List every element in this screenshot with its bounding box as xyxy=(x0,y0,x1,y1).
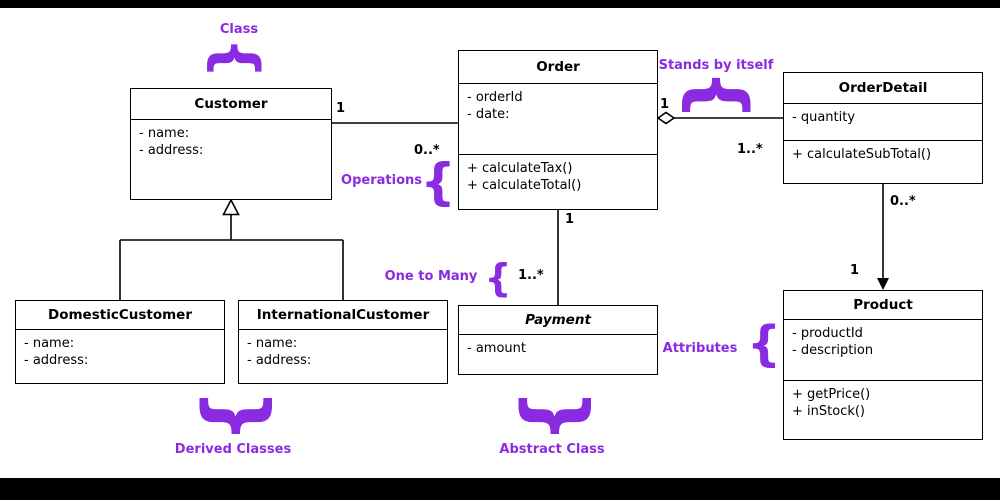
class-attribute: - address: xyxy=(139,143,204,158)
class-title-abstract: Payment xyxy=(525,312,591,328)
class-box-orderdetail: OrderDetail - quantity + calculateSubTot… xyxy=(783,72,983,184)
attributes-compartment: - name: - address: xyxy=(131,119,331,199)
annotation-stands-by-itself: Stands by itself xyxy=(658,58,774,73)
multiplicity-label: 1 xyxy=(660,97,670,112)
operations-compartment: + calculateTax() + calculateTotal() xyxy=(459,154,657,209)
curly-brace-icon: { xyxy=(746,316,782,372)
attributes-compartment: - orderId - date: xyxy=(459,83,657,154)
operations-compartment: + getPrice() + inStock() xyxy=(784,380,982,439)
multiplicity-label: 1 xyxy=(565,212,575,227)
curly-brace-icon: { xyxy=(188,388,278,444)
multiplicity-label: 0..* xyxy=(414,143,440,158)
attributes-compartment: - quantity xyxy=(784,103,982,140)
arrowhead-icon xyxy=(877,278,889,290)
curly-brace-icon: { xyxy=(676,68,762,122)
multiplicity-label: 0..* xyxy=(890,194,916,209)
curly-brace-icon: { xyxy=(507,388,597,444)
annotation-abstract-class: Abstract Class xyxy=(499,442,605,457)
attributes-compartment: - name: - address: xyxy=(16,329,224,383)
class-title: Customer xyxy=(194,96,268,112)
class-attribute: - date: xyxy=(467,107,510,122)
class-attribute: - name: xyxy=(247,336,298,351)
aggregation-order-orderdetail xyxy=(656,111,783,125)
class-operation: + getPrice() xyxy=(792,387,871,402)
class-title: Product xyxy=(853,297,913,313)
class-box-customer: Customer - name: - address: xyxy=(130,88,332,200)
multiplicity-label: 1 xyxy=(850,263,860,278)
class-operation: + calculateTax() xyxy=(467,161,573,176)
multiplicity-label: 1..* xyxy=(737,142,763,157)
class-attribute: - address: xyxy=(24,353,89,368)
class-box-product: Product - productId - description + getP… xyxy=(783,290,983,440)
class-attribute: - name: xyxy=(24,336,75,351)
class-attribute: - productId xyxy=(792,326,863,341)
attributes-compartment: - amount xyxy=(459,334,657,374)
annotation-one-to-many: One to Many xyxy=(384,269,478,284)
class-attribute: - name: xyxy=(139,126,190,141)
directed-association-orderdetail-product xyxy=(877,184,889,290)
generalization-customer-subclasses xyxy=(119,198,344,300)
class-box-payment: Payment - amount xyxy=(458,305,658,375)
class-attribute: - quantity xyxy=(792,110,856,125)
class-attribute: - amount xyxy=(467,341,526,356)
multiplicity-label: 1 xyxy=(336,101,346,116)
class-attribute: - description xyxy=(792,343,874,358)
class-operation: + calculateTotal() xyxy=(467,178,582,193)
class-box-internationalcustomer: InternationalCustomer - name: - address: xyxy=(238,300,448,384)
class-attribute: - address: xyxy=(247,353,312,368)
multiplicity-label: 1..* xyxy=(518,268,544,283)
annotation-derived-classes: Derived Classes xyxy=(174,442,292,457)
operations-compartment: + calculateSubTotal() xyxy=(784,140,982,183)
class-box-order: Order - orderId - date: + calculateTax()… xyxy=(458,50,658,210)
class-attribute: - orderId xyxy=(467,90,523,105)
annotation-attributes: Attributes xyxy=(662,341,738,356)
class-title: OrderDetail xyxy=(838,80,928,96)
aggregation-diamond-icon xyxy=(656,111,676,125)
attributes-compartment: - productId - description xyxy=(784,319,982,380)
curly-brace-icon: { xyxy=(484,256,512,300)
class-title: DomesticCustomer xyxy=(48,307,192,323)
curly-brace-icon: { xyxy=(202,36,272,80)
class-operation: + calculateSubTotal() xyxy=(792,147,932,162)
class-operation: + inStock() xyxy=(792,404,865,419)
attributes-compartment: - name: - address: xyxy=(239,329,447,383)
class-title: InternationalCustomer xyxy=(256,307,430,323)
class-box-domesticcustomer: DomesticCustomer - name: - address: xyxy=(15,300,225,384)
class-title: Order xyxy=(536,59,580,75)
curly-brace-icon: { xyxy=(420,153,456,211)
inheritance-triangle-icon xyxy=(222,198,240,216)
annotation-class: Class xyxy=(219,22,259,37)
annotation-operations: Operations xyxy=(341,173,422,188)
